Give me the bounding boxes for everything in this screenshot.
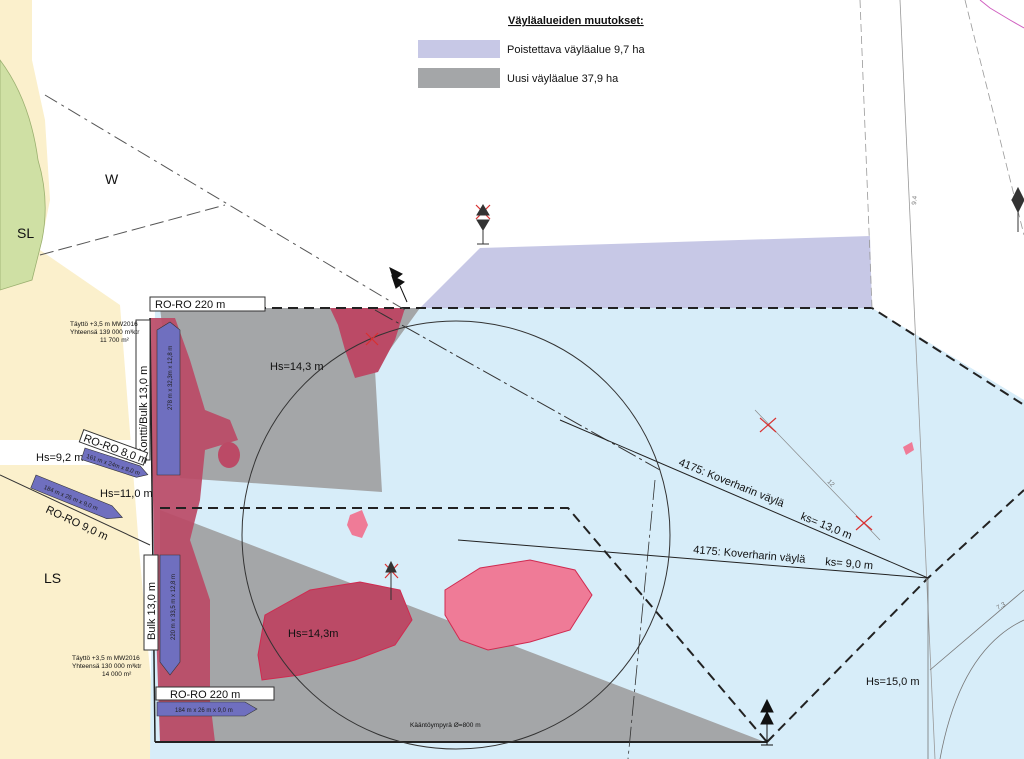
ship-label-5: 184 m x 26 m x 9,0 m bbox=[175, 708, 233, 714]
ship-arrow-3 bbox=[30, 474, 124, 520]
quay-box-roro8 bbox=[78, 429, 149, 466]
zone-line-3 bbox=[859, 0, 873, 309]
removed-fairway-area bbox=[420, 236, 872, 308]
contour-3 bbox=[929, 589, 1024, 671]
turning-circle-label: Kääntöympyrä Ø=800 m bbox=[410, 722, 481, 729]
dredge-area-left bbox=[257, 581, 413, 681]
quay-label-bulk: Bulk 13,0 m bbox=[146, 582, 158, 640]
depth-contour bbox=[939, 619, 1024, 759]
fairway-depth-2: ks= 9,0 m bbox=[825, 556, 874, 572]
turning-circle bbox=[241, 320, 671, 750]
quay-box-roro-bottom bbox=[155, 686, 275, 701]
fairway-boundary bbox=[160, 307, 1024, 406]
ship-arrow-2 bbox=[80, 447, 149, 478]
ship-arrow-4 bbox=[159, 554, 181, 676]
legend-swatch-new bbox=[418, 68, 500, 88]
leading-mark-icon bbox=[389, 267, 774, 746]
nav-mark-icon bbox=[385, 186, 1024, 600]
sounding-94: 9.4 bbox=[911, 195, 919, 205]
dredge-area-right bbox=[444, 559, 593, 651]
zone-line-5 bbox=[964, 0, 1024, 236]
ship-arrow-5 bbox=[156, 701, 258, 717]
quay-line bbox=[149, 317, 156, 743]
zone-label-ls: LS bbox=[44, 570, 61, 586]
quay-extension bbox=[0, 474, 151, 546]
fill-note-upper-3: 11 700 m² bbox=[100, 337, 130, 344]
zone-line-2 bbox=[39, 204, 226, 256]
depth-label-143a: Hs=14,3 m bbox=[270, 361, 324, 373]
zone-label-sl: SL bbox=[17, 225, 34, 241]
depth-label-150: Hs=15,0 m bbox=[866, 676, 920, 688]
fill-note-lower-2: Yhteensä 130 000 m³ktr bbox=[72, 663, 142, 670]
depth-label-143b: Hs=14,3m bbox=[288, 628, 338, 640]
sounding-73: 7.3 bbox=[996, 601, 1008, 612]
fill-note-upper-1: Täyttö +3,5 m MW2016 bbox=[70, 321, 138, 328]
quay-label-roro-top: RO-RO 220 m bbox=[155, 299, 225, 311]
sounding-12: 12 bbox=[826, 478, 836, 488]
depth-label-92: Hs=9,2 m bbox=[36, 452, 83, 464]
dredge-spot-1 bbox=[218, 442, 240, 468]
ship-label-1: 278 m x 32,3m x 12,8 m bbox=[168, 346, 174, 410]
dredge-spot-2 bbox=[347, 510, 368, 538]
fairway-line-2 bbox=[457, 539, 929, 579]
leading-line-2 bbox=[627, 479, 656, 759]
legend-label-new: Uusi väyläalue 37,9 ha bbox=[507, 73, 619, 85]
zone-line-1 bbox=[44, 94, 406, 311]
quay-box-bulk bbox=[143, 554, 159, 651]
quay-box-roro-top bbox=[149, 296, 266, 312]
municipal-border bbox=[979, 0, 1024, 29]
leading-line-1 bbox=[374, 309, 661, 471]
zone-line-4 bbox=[899, 0, 936, 759]
zone-label-w: W bbox=[105, 171, 119, 187]
fill-note-upper-2: Yhteensä 139 000 m³ktr bbox=[70, 329, 140, 336]
legend-title: Väyläalueiden muutokset: bbox=[508, 15, 644, 27]
quay-label-roro-bottom: RO-RO 220 m bbox=[170, 689, 240, 701]
fill-note-lower-3: 14 000 m² bbox=[102, 671, 132, 678]
ship-arrow-1 bbox=[156, 321, 181, 476]
fairway-line-1 bbox=[559, 419, 929, 579]
legend-label-removed: Poistettava väyläalue 9,7 ha bbox=[507, 44, 645, 56]
fairway-boundary-inner bbox=[160, 507, 768, 743]
depth-label-110: Hs=11,0 m bbox=[100, 488, 153, 500]
fill-note-lower-1: Täyttö +3,5 m MW2016 bbox=[72, 655, 140, 662]
sl-zone bbox=[0, 59, 46, 291]
legend-swatch-removed bbox=[418, 40, 500, 58]
quay-label-kontti: Kontti/Bulk 13,0 m bbox=[138, 366, 150, 455]
dredge-spot-3 bbox=[903, 442, 914, 455]
ship-label-4: 220 m x 33,5 m x 12,8 m bbox=[171, 574, 177, 640]
